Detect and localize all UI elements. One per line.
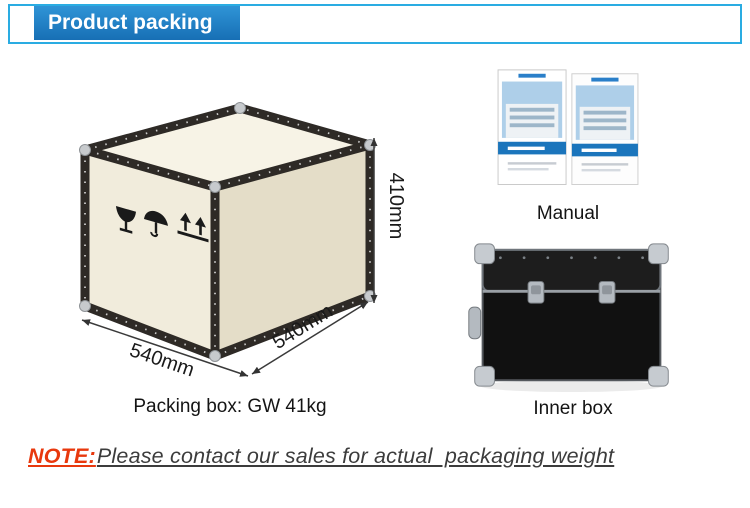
dimension-lines [81,138,378,377]
crate-body [79,102,376,362]
manual-caption: Manual [536,203,600,224]
note-text: Please contact our sales for actual pack… [96,444,615,468]
page-title: Product packing [34,6,240,40]
note-label: NOTE: [28,444,96,468]
corner-caps [474,243,669,387]
dim-height-label: 410mm [385,173,407,240]
this-way-up-icon [177,212,209,243]
latches [527,280,616,304]
inner-box-body [468,243,669,393]
inner-box-caption: Inner box [533,398,613,419]
side-handle [468,306,482,340]
packing-box-illustration: 410mm 540mm 540mm [79,102,407,381]
umbrella-icon [144,210,168,238]
inner-box-illustration [468,243,669,393]
fragile-icon [116,206,136,234]
manual-booklet-front [497,69,567,185]
manual-booklet-back [571,73,639,185]
packing-box-caption: Packing box: GW 41kg [133,396,327,417]
manual-illustration [497,69,639,185]
note: NOTE:Please contact our sales for actual… [28,444,742,469]
